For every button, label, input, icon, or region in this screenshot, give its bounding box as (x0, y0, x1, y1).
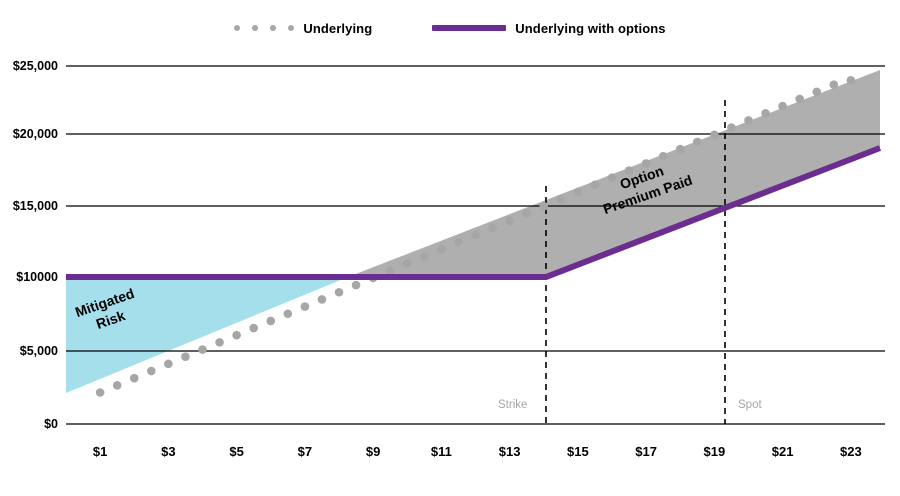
x-tick-label-11: $11 (430, 444, 452, 459)
underlying-data-point (129, 373, 139, 383)
underlying-data-point (437, 245, 446, 254)
y-tick-label-0: $0 (44, 417, 58, 431)
mitigated-risk-region (66, 277, 348, 393)
solid-line-marker-icon (432, 25, 507, 31)
underlying-data-point (573, 187, 583, 197)
legend-entry-underlying[interactable]: Underlying (234, 21, 372, 36)
x-tick-label-15: $15 (567, 444, 589, 459)
legend-entry-underlying-with-options[interactable]: Underlying with options (432, 20, 666, 36)
chart-legend: Underlying Underlying with options (0, 15, 900, 41)
legend-label-underlying: Underlying (303, 20, 373, 36)
underlying-data-point (112, 381, 122, 390)
underlying-data-point (471, 230, 480, 240)
underlying-data-point (232, 330, 241, 340)
strike-marker-label: Strike (498, 399, 528, 411)
x-tick-label-13: $13 (498, 444, 521, 459)
underlying-data-point (795, 94, 804, 104)
underlying-data-point (727, 123, 736, 132)
underlying-data-point (522, 209, 531, 218)
underlying-data-point (181, 352, 190, 362)
underlying-data-point (846, 76, 856, 85)
underlying-data-point (812, 87, 822, 97)
underlying-data-point (505, 216, 514, 225)
y-tick-label-5000: $5,000 (19, 344, 58, 358)
x-tick-label-9: $9 (365, 444, 381, 459)
underlying-data-point (420, 252, 429, 261)
underlying-data-point (198, 345, 207, 354)
underlying-data-point (744, 116, 753, 125)
dotted-marker-icon (234, 25, 295, 31)
x-tick-label-3: $3 (161, 444, 176, 459)
x-tick-label-17: $17 (635, 444, 657, 459)
underlying-data-point (624, 166, 634, 175)
x-tick-label-7: $7 (297, 444, 313, 459)
underlying-data-point (539, 202, 549, 211)
underlying-data-point (761, 108, 770, 118)
underlying-data-point (402, 259, 412, 268)
underlying-data-point (351, 280, 361, 290)
legend-label-underlying-with-options: Underlying with options (515, 20, 666, 36)
underlying-data-point (317, 295, 327, 304)
y-tick-label-10000: $10000 (16, 270, 58, 284)
underlying-data-point (829, 80, 839, 89)
underlying-data-point (778, 101, 787, 111)
underlying-data-point (95, 388, 105, 397)
underlying-data-point (641, 159, 651, 168)
underlying-data-point (147, 366, 156, 376)
y-tick-label-15000: $15,000 (12, 199, 58, 213)
x-tick-label-23: $23 (840, 444, 862, 459)
y-tick-label-20000: $20,000 (12, 127, 58, 141)
x-tick-label-21: $21 (771, 444, 794, 459)
underlying-data-point (675, 144, 685, 154)
underlying-data-point (693, 137, 702, 147)
underlying-data-point (710, 130, 719, 140)
underlying-data-point (300, 302, 310, 311)
underlying-data-point (607, 173, 617, 182)
vertical-marker-lines (545, 100, 726, 424)
underlying-data-point (283, 309, 293, 319)
x-tick-label-1: $1 (92, 444, 108, 459)
spot-marker-label: Spot (738, 399, 762, 411)
underlying-series-dots (95, 76, 856, 397)
underlying-data-point (334, 287, 344, 297)
underlying-data-point (658, 151, 668, 161)
underlying-data-point (385, 266, 395, 276)
underlying-data-point (266, 316, 276, 326)
underlying-data-point (164, 359, 173, 369)
x-tick-label-5: $5 (229, 444, 244, 459)
underlying-with-options-series (66, 145, 882, 280)
underlying-data-point (590, 180, 600, 190)
y-axis-labels: $25,000 $20,000 $15,000 $10000 $5,000 $0 (0, 0, 58, 496)
underlying-data-point (488, 223, 497, 233)
underlying-data-point (249, 323, 258, 333)
x-tick-label-19: $19 (703, 444, 726, 459)
underlying-data-point (215, 338, 224, 347)
underlying-data-point (454, 237, 463, 247)
y-tick-label-25000: $25,000 (12, 59, 58, 73)
underlying-data-point (556, 194, 566, 204)
